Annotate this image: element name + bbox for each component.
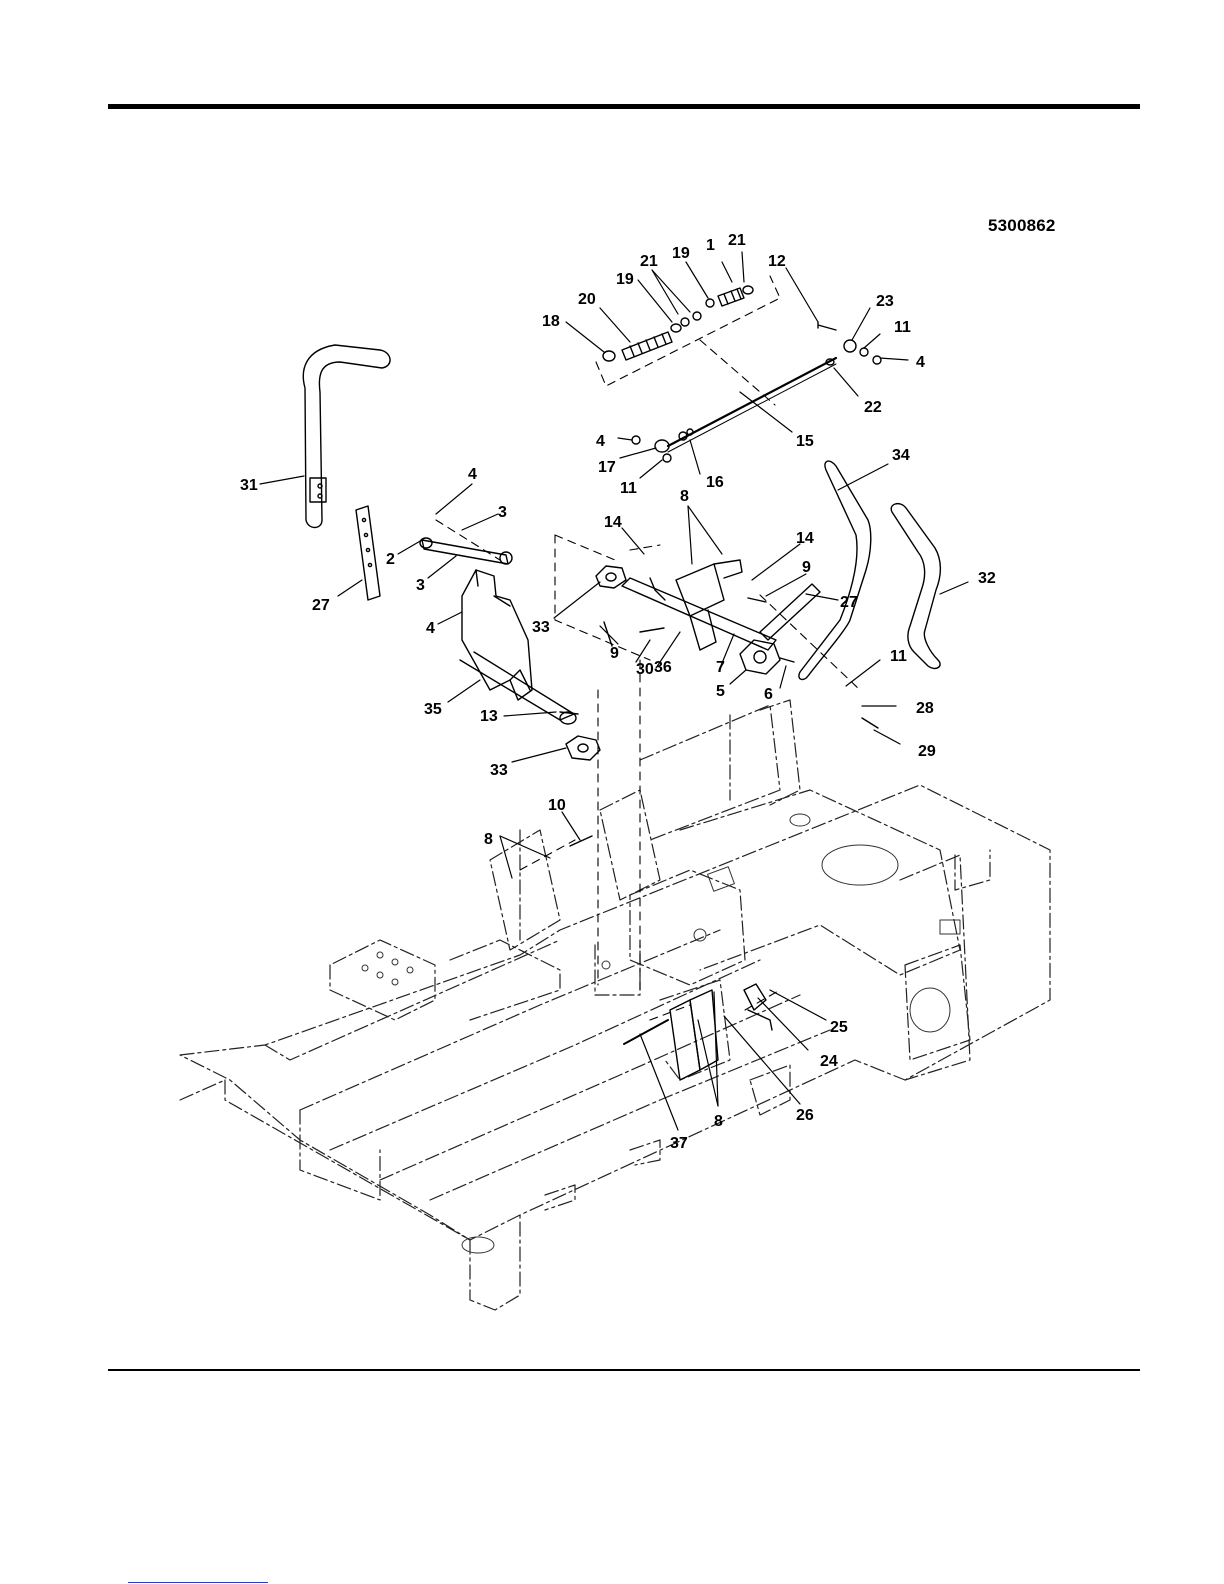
pedal-shaft-36	[622, 560, 776, 650]
callout-label: 4	[916, 354, 925, 371]
callout-label: 32	[978, 570, 996, 587]
callout-label: 7	[716, 659, 725, 676]
callout-label: 27	[312, 597, 330, 614]
callout-label: 37	[670, 1135, 688, 1152]
callout-label: 24	[820, 1053, 838, 1070]
callout-label: 19	[616, 271, 634, 288]
callout-label: 31	[240, 477, 258, 494]
callout-label: 8	[680, 488, 689, 505]
frame-details	[362, 814, 960, 1253]
handle-32	[891, 504, 940, 669]
callout-label: 16	[706, 474, 724, 491]
callout-label: 9	[802, 559, 811, 576]
callout-label: 14	[796, 530, 814, 547]
mower-frame	[180, 700, 1050, 1310]
callout-label: 33	[490, 762, 508, 779]
footer-link-underline[interactable]	[128, 1582, 268, 1583]
callout-label: 9	[610, 645, 619, 662]
callout-label: 4	[468, 466, 477, 483]
callout-label: 3	[416, 577, 425, 594]
flange-bearing-5	[740, 640, 780, 674]
callout-label: 23	[876, 293, 894, 310]
flange-bearing-33-lower	[566, 736, 600, 760]
callout-label: 33	[532, 619, 550, 636]
callout-label: 6	[764, 686, 773, 703]
callout-label: 34	[892, 447, 910, 464]
bar-27-left	[356, 506, 380, 600]
callout-label: 35	[424, 701, 442, 718]
callout-label: 25	[830, 1019, 848, 1036]
callout-label: 11	[894, 319, 911, 336]
callout-label: 4	[596, 433, 605, 450]
callout-label: 20	[578, 291, 596, 308]
callout-label: 10	[548, 797, 566, 814]
callout-label: 15	[796, 433, 814, 450]
callout-label: 28	[916, 700, 934, 717]
callout-label: 21	[640, 253, 658, 270]
bracket-35	[460, 570, 576, 724]
callout-label: 8	[714, 1113, 723, 1130]
callout-label: 4	[426, 620, 435, 637]
callout-label: 12	[768, 253, 786, 270]
callout-label: 5	[716, 683, 725, 700]
callout-label: 8	[484, 831, 493, 848]
callout-label: 22	[864, 399, 882, 416]
callout-label: 26	[796, 1107, 814, 1124]
callout-label: 29	[918, 743, 936, 760]
callout-label: 1	[706, 237, 715, 254]
flange-bearing-33-upper	[596, 566, 626, 588]
callout-label: 13	[480, 708, 498, 725]
link-rod-2	[420, 538, 512, 564]
bar-27-right	[760, 584, 820, 640]
footer-rule	[108, 1369, 1140, 1371]
callout-label: 30	[636, 661, 654, 678]
callout-label: 11	[890, 648, 907, 665]
callout-label: 2	[386, 551, 395, 568]
callout-label: 18	[542, 313, 560, 330]
callout-label: 3	[498, 504, 507, 521]
callout-label: 27	[840, 594, 858, 611]
callout-label: 19	[672, 245, 690, 262]
callout-label: 11	[620, 480, 637, 497]
callout-label: 36	[654, 659, 672, 676]
leader-lines	[260, 252, 968, 1130]
callout-label: 14	[604, 514, 622, 531]
callout-label: 21	[728, 232, 746, 249]
dashed-leaders	[436, 276, 860, 1020]
spring-1	[718, 288, 744, 306]
switch-24	[744, 984, 772, 1030]
callout-label: 17	[598, 459, 616, 476]
handle-31	[303, 345, 390, 528]
